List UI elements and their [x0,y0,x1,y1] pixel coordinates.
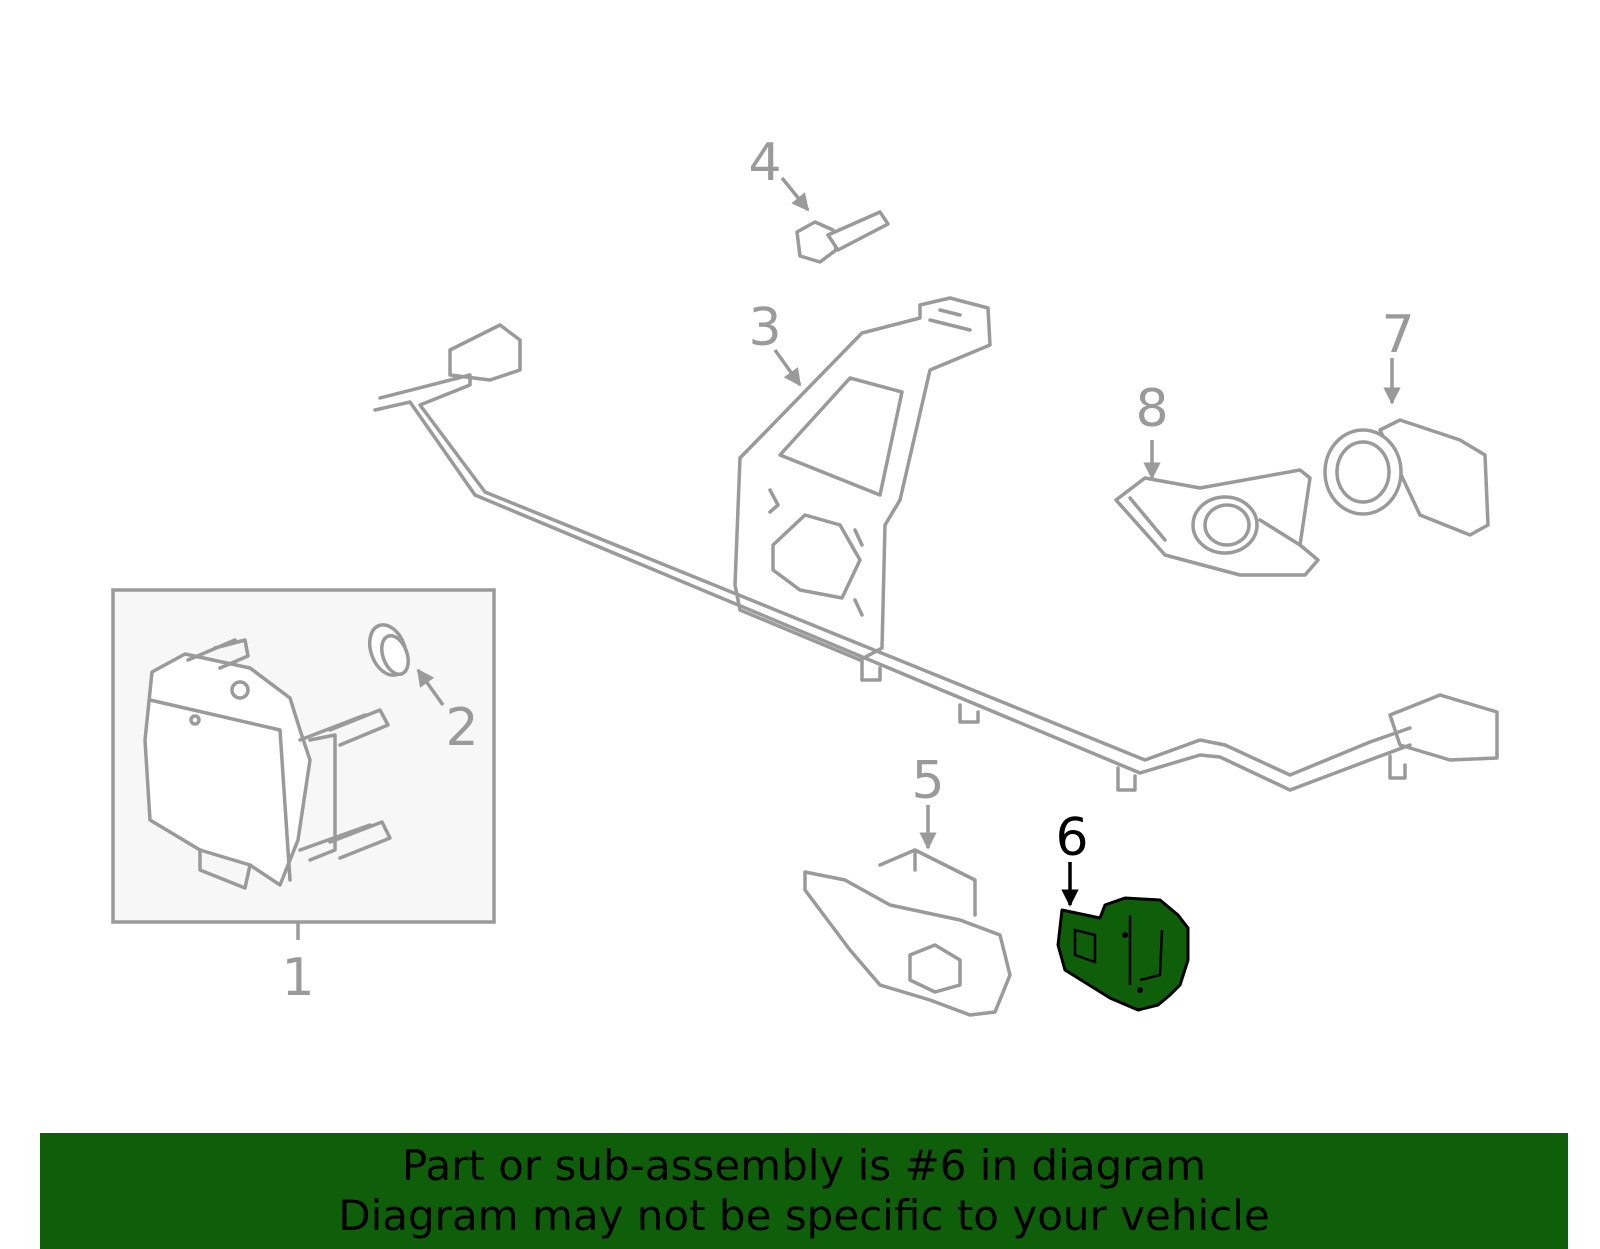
callout-2: 2 [445,698,478,758]
info-banner: Part or sub-assembly is #6 in diagram Di… [40,1133,1568,1249]
callout-3: 3 [748,298,781,358]
callout-5: 5 [911,751,944,811]
part-7-parking-sensor[interactable] [1323,358,1490,537]
part-8-sensor-bezel[interactable] [1114,440,1320,577]
part-1-control-unit[interactable] [111,588,496,940]
callout-7: 7 [1381,305,1414,365]
part-5-connector[interactable] [803,805,1012,1017]
banner-line-1: Part or sub-assembly is #6 in diagram [401,1141,1207,1190]
callout-1: 1 [281,948,314,1008]
part-4-bolt[interactable] [780,176,890,264]
callout-6: 6 [1055,808,1088,868]
part-2-grommet[interactable] [363,620,445,707]
part-3-bracket[interactable] [733,296,992,662]
callout-8: 8 [1135,379,1168,439]
banner-line-2: Diagram may not be specific to your vehi… [338,1191,1270,1240]
wiring-harness-bar[interactable] [373,323,1499,792]
part-6-sensor-highlighted[interactable] [1056,862,1190,1012]
callout-4: 4 [748,133,781,193]
